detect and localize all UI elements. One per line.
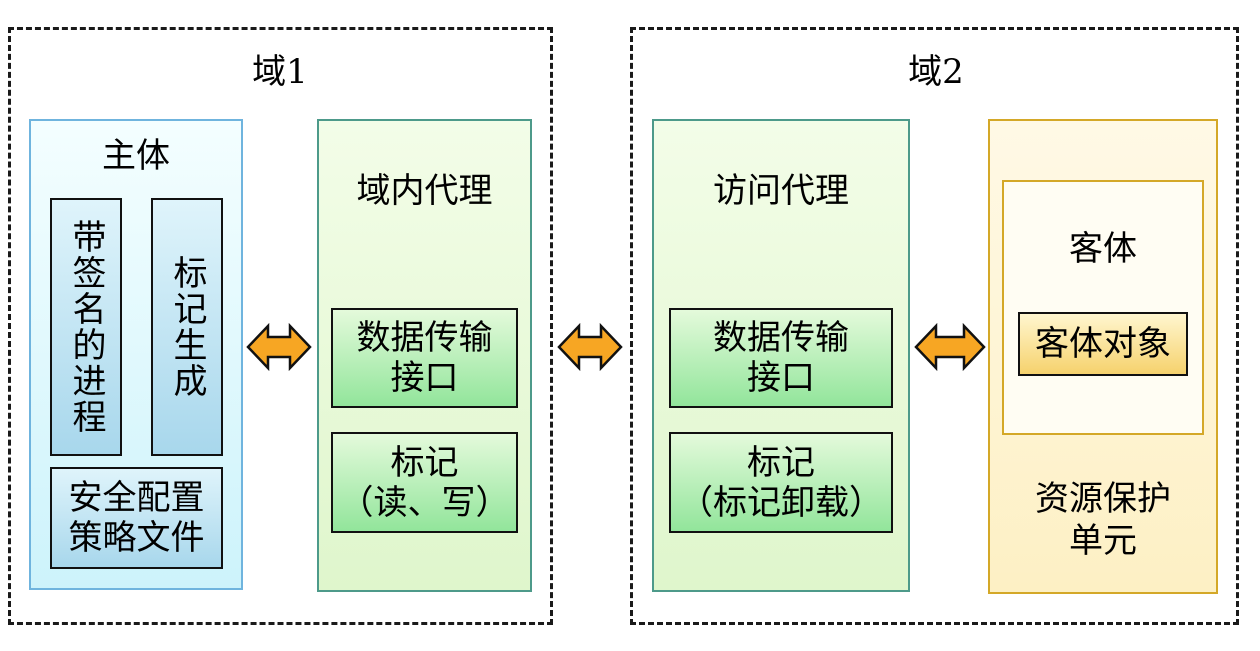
- label-unload-box: 标记 （标记卸载）: [669, 432, 893, 533]
- label-generation-label: 标记生成: [167, 255, 207, 399]
- access-data-transfer-interface-box: 数据传输 接口: [669, 308, 893, 408]
- domain-2-label: 域2: [908, 52, 964, 92]
- object-item-box: 客体对象: [1018, 312, 1188, 376]
- domain-1-boundary: [8, 27, 553, 625]
- security-policy-box: 安全配置 策略文件: [50, 467, 223, 569]
- data-interface-line2: 接口: [390, 358, 459, 398]
- subject-title: 主体: [102, 136, 170, 176]
- domain-2-boundary: [630, 27, 1239, 625]
- label-read-write-box: 标记 （读、写）: [331, 432, 518, 533]
- label-unload-line1: 标记: [747, 442, 815, 483]
- label-rw-line1: 标记: [390, 442, 459, 483]
- security-policy-line2: 策略文件: [68, 518, 205, 558]
- object-title: 客体: [1069, 229, 1137, 269]
- data-interface-line1: 数据传输: [356, 318, 493, 358]
- object-container: [1002, 180, 1204, 435]
- label-generation-box: 标记生成: [151, 198, 223, 456]
- resource-unit-line2: 单元: [1069, 521, 1137, 561]
- signed-process-box: 带签名的进程: [50, 198, 122, 456]
- label-rw-line2: （读、写）: [339, 482, 510, 523]
- resource-unit-line1: 资源保护: [1035, 479, 1171, 519]
- data-transfer-interface-box: 数据传输 接口: [331, 308, 518, 408]
- bidirectional-arrow-icon: [246, 322, 312, 372]
- security-policy-line1: 安全配置: [68, 478, 205, 518]
- bidirectional-arrow-icon: [557, 322, 623, 372]
- label-unload-line2: （标记卸载）: [679, 482, 883, 523]
- access-agent-title: 访问代理: [713, 171, 849, 211]
- access-data-interface-line1: 数据传输: [713, 318, 849, 358]
- intra-domain-agent-title: 域内代理: [356, 171, 493, 211]
- resource-protection-unit-label: 资源保护 单元: [988, 478, 1218, 562]
- access-data-interface-line2: 接口: [747, 358, 815, 398]
- object-item-label: 客体对象: [1035, 324, 1171, 364]
- signed-process-label: 带签名的进程: [66, 219, 106, 435]
- domain-1-label: 域1: [252, 52, 308, 92]
- bidirectional-arrow-icon: [914, 322, 986, 372]
